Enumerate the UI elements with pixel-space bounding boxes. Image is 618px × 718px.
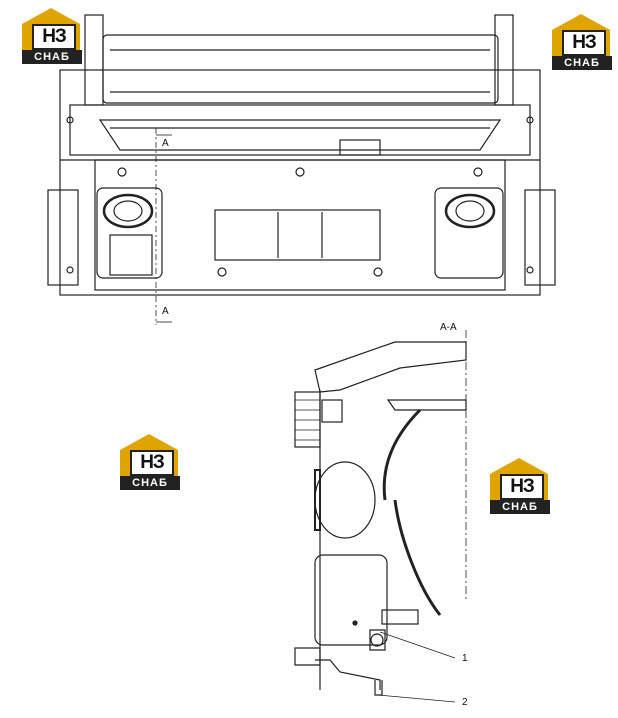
left-lamp — [102, 193, 154, 229]
logo-brand: СНАБ — [552, 56, 612, 70]
logo-brand: СНАБ — [490, 500, 550, 514]
section-mark-top: A — [162, 138, 169, 149]
light-panel — [94, 159, 506, 291]
center-plate — [214, 209, 381, 261]
section-view — [294, 330, 467, 703]
section-lamp — [314, 461, 376, 539]
logo-brand: СНАБ — [120, 476, 180, 490]
logo-letters: НЗ — [500, 474, 544, 500]
top-view — [47, 14, 556, 325]
section-housing — [314, 554, 388, 646]
section-view-title: A-A — [440, 322, 457, 333]
logo-brand: СНАБ — [22, 50, 82, 64]
upper-plate — [314, 341, 467, 393]
watermark-logo: НЗ СНАБ — [486, 456, 552, 514]
top-roller — [102, 34, 499, 104]
logo-letters: НЗ — [562, 30, 606, 56]
callout-2: 2 — [462, 697, 468, 708]
logo-letters: НЗ — [130, 450, 174, 476]
callout-1: 1 — [462, 653, 468, 664]
logo-letters: НЗ — [32, 24, 76, 50]
right-lamp — [444, 193, 496, 229]
watermark-logo: НЗ СНАБ — [18, 6, 84, 64]
section-mark-bottom: A — [162, 306, 169, 317]
watermark-logo: НЗ СНАБ — [116, 432, 182, 490]
watermark-logo: НЗ СНАБ — [548, 12, 614, 70]
frame-outline — [59, 69, 541, 296]
